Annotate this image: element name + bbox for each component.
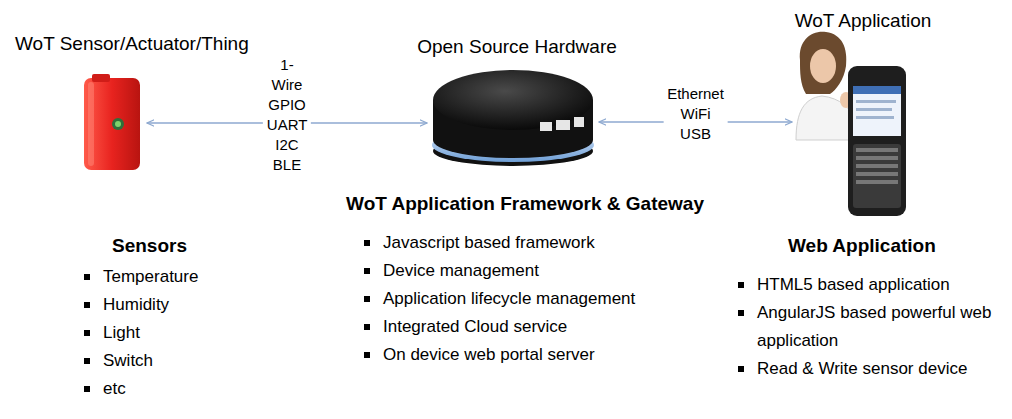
list-item: Read & Write sensor device [737,355,967,383]
phone-user-part [853,144,901,208]
list-item: Humidity [83,291,169,319]
gateway-hub-part [556,120,570,130]
list-item: Temperature [83,263,198,291]
interface-label: 1-Wire GPIO UART I2C BLE [263,55,311,175]
phone-user-part [856,100,896,103]
list-item: HTML5 based application [737,271,950,299]
node-heading: WoT Sensor/Actuator/Thing [15,33,249,55]
list-item: Application lifecycle management [363,285,635,313]
sensor-device-part [88,82,94,166]
gateway-hub-part [574,117,584,127]
phone-user-part [853,86,901,94]
gateway-node: Open Source Hardware [432,68,594,166]
gateway-hub-part [540,122,552,131]
section-heading: Web Application [788,232,936,260]
phone-user-part [810,49,836,83]
phone-user-part [848,66,906,216]
sensor-device [84,74,140,170]
phone-user-part [853,86,901,136]
phone-user-part [856,148,898,152]
node-heading: Open Source Hardware [417,36,617,58]
phone-user-part [856,180,898,184]
phone-user-part [856,156,898,160]
sensor-device-part [115,121,121,127]
phone-user-part [856,116,894,119]
list-item: Integrated Cloud service [363,313,567,341]
list-item: AngularJS based powerful web application [737,299,1009,355]
phone-user-part [856,172,898,176]
list-item: Javascript based framework [363,229,595,257]
phone-user-part [856,164,898,168]
node-heading: WoT Application [795,10,932,32]
sensor-node: WoT Sensor/Actuator/Thing [80,75,142,170]
sensor-device-part [92,74,110,82]
list-item: Light [83,319,140,347]
gateway-hub [432,70,594,166]
list-item: Switch [83,347,153,375]
list-item: etc [83,375,126,403]
gateway-hub-part [433,70,593,130]
phone-user [796,32,906,216]
phone-user-part [856,108,892,111]
sensor-device-part [84,78,140,170]
section-heading: Sensors [112,232,187,260]
list-item: Device management [363,257,539,285]
application-node: WoT Application [797,35,905,215]
phone-user-part [800,32,847,94]
section-heading: WoT Application Framework & Gateway [346,190,704,218]
sensor-device-part [112,118,124,130]
interface-label: Ethernet WiFi USB [663,84,728,144]
list-item: On device web portal server [363,341,595,369]
